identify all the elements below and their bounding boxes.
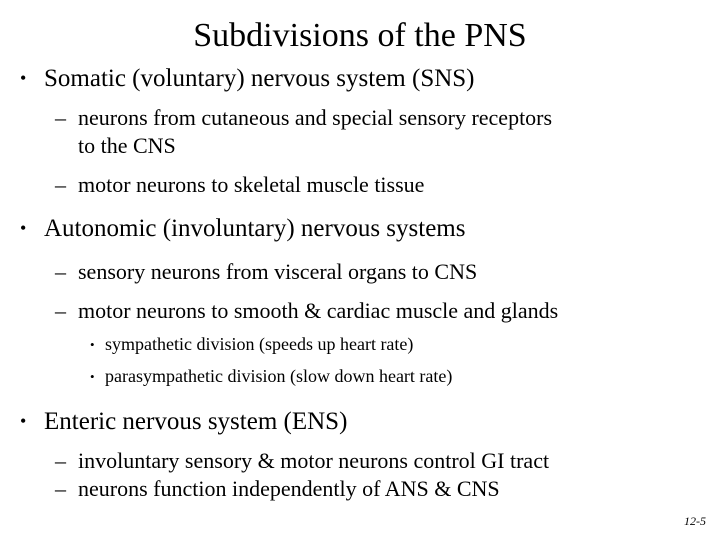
spacer: [0, 389, 720, 406]
bullet-marker-icon: •: [20, 68, 27, 88]
spacer: [0, 440, 720, 447]
bullet-text: Enteric nervous system (ENS): [44, 408, 348, 435]
bullet-level1: • Enteric nervous system (ENS): [0, 406, 720, 437]
spacer: [0, 357, 720, 364]
bullet-level2: – motor neurons to smooth & cardiac musc…: [0, 297, 720, 325]
bullet-level2: – sensory neurons from visceral organs t…: [0, 258, 720, 286]
spacer: [0, 97, 720, 104]
bullet-text: sensory neurons from visceral organs to …: [78, 259, 478, 284]
bullet-text: Autonomic (involuntary) nervous systems: [44, 215, 466, 242]
spacer: [0, 199, 720, 213]
slide-title: Subdivisions of the PNS: [193, 17, 527, 54]
bullet-marker-icon: •: [90, 337, 95, 352]
bullet-level2: – involuntary sensory & motor neurons co…: [0, 447, 720, 475]
dash-marker-icon: –: [55, 448, 66, 473]
bullet-level2: – motor neurons to skeletal muscle tissu…: [0, 171, 720, 199]
spacer: [0, 325, 720, 332]
bullet-marker-icon: •: [20, 218, 27, 238]
bullet-text: parasympathetic division (slow down hear…: [105, 366, 453, 386]
bullet-level2: – neurons function independently of ANS …: [0, 475, 720, 503]
bullet-text: neurons function independently of ANS & …: [78, 476, 500, 501]
bullet-text-continuation: to the CNS: [78, 133, 176, 158]
slide-number: 12-5: [684, 514, 706, 528]
slide-body: • Somatic (voluntary) nervous system (SN…: [0, 63, 720, 503]
bullet-text: sympathetic division (speeds up heart ra…: [105, 334, 414, 354]
bullet-level2-continuation: to the CNS: [0, 132, 720, 160]
dash-marker-icon: –: [55, 298, 66, 323]
dash-marker-icon: –: [55, 476, 66, 501]
bullet-text: motor neurons to skeletal muscle tissue: [78, 172, 425, 197]
bullet-text: neurons from cutaneous and special senso…: [78, 105, 553, 130]
dash-marker-icon: –: [55, 105, 66, 130]
dash-marker-icon: –: [55, 259, 66, 284]
bullet-level2: – neurons from cutaneous and special sen…: [0, 104, 720, 132]
spacer: [0, 247, 720, 258]
dash-marker-icon: –: [55, 172, 66, 197]
bullet-level1: • Autonomic (involuntary) nervous system…: [0, 213, 720, 244]
spacer: [0, 160, 720, 171]
bullet-marker-icon: •: [20, 411, 27, 431]
bullet-text: Somatic (voluntary) nervous system (SNS): [44, 65, 475, 92]
bullet-text: motor neurons to smooth & cardiac muscle…: [78, 298, 559, 323]
bullet-level3: • sympathetic division (speeds up heart …: [0, 332, 720, 357]
spacer: [0, 286, 720, 297]
bullet-marker-icon: •: [90, 369, 95, 384]
bullet-level1: • Somatic (voluntary) nervous system (SN…: [0, 63, 720, 94]
bullet-text: involuntary sensory & motor neurons cont…: [78, 448, 550, 473]
bullet-level3: • parasympathetic division (slow down he…: [0, 364, 720, 389]
